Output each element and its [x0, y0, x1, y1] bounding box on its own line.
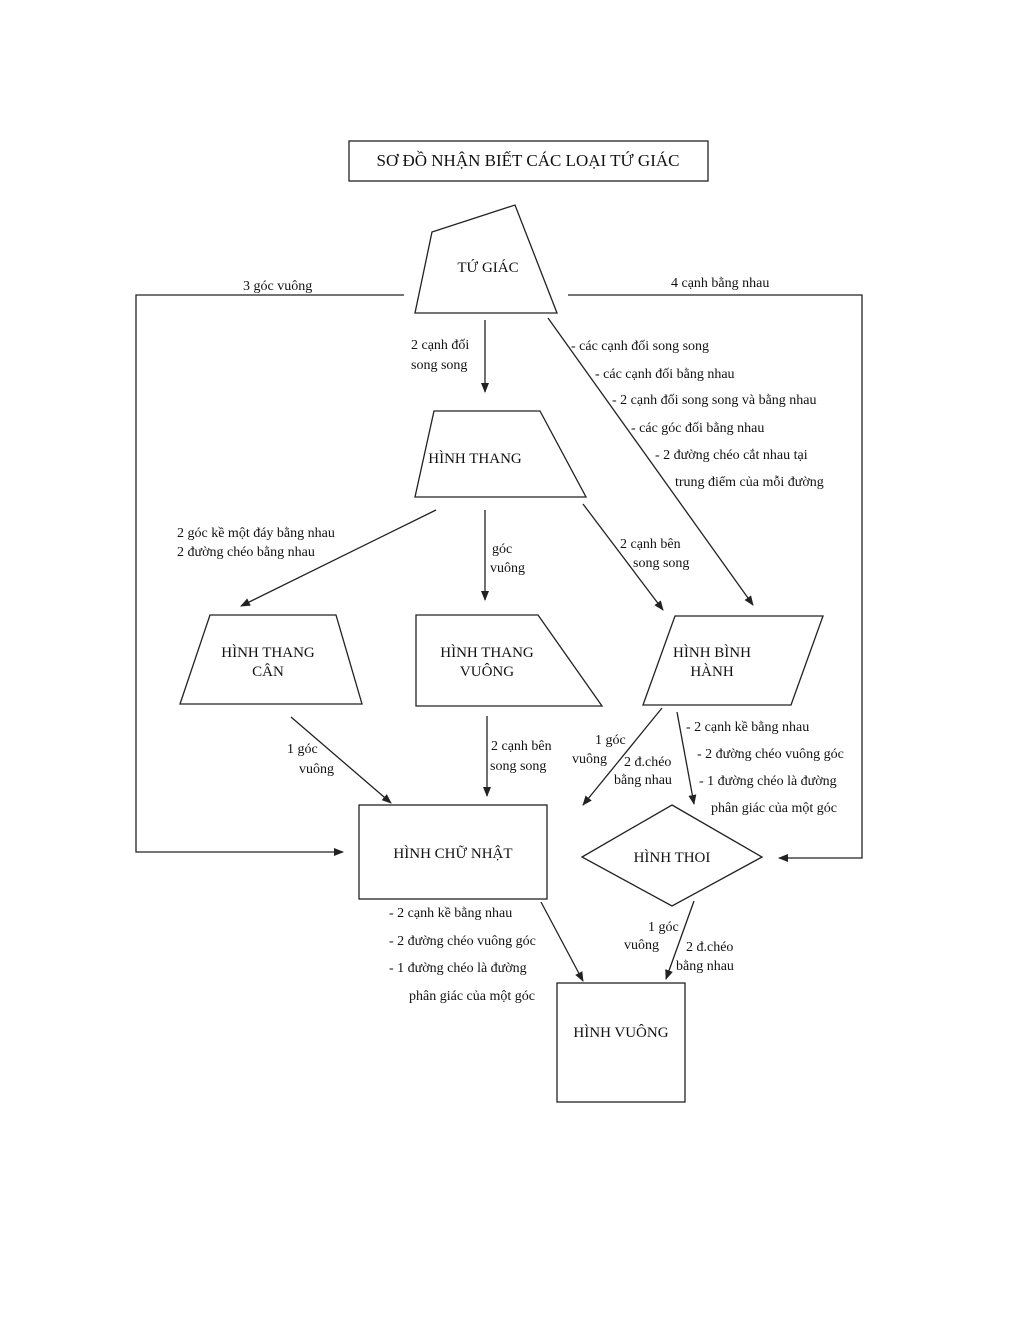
node-hinh-thang-vuong: HÌNH THANG VUÔNG	[415, 614, 604, 707]
svg-text:HÌNH THOI: HÌNH THOI	[634, 849, 711, 866]
svg-text:song song: song song	[411, 358, 467, 373]
node-hinh-thang-can: HÌNH THANG CÂN	[179, 614, 363, 705]
svg-text:2 đ.chéo: 2 đ.chéo	[624, 755, 671, 770]
label-vuong-cn: 2 cạnh bên song song	[490, 739, 552, 774]
label-can-cn: 1 góc vuông	[287, 742, 334, 777]
label-cn-vuong: - 2 cạnh kề bằng nhau - 2 đường chéo vuô…	[389, 906, 536, 1004]
svg-text:- 2 cạnh kề bằng nhau: - 2 cạnh kề bằng nhau	[389, 906, 512, 921]
node-tu-giac: TỨ GIÁC	[414, 204, 558, 314]
svg-text:bằng nhau: bằng nhau	[614, 773, 672, 788]
svg-text:2 góc kề một đáy bằng nhau: 2 góc kề một đáy bằng nhau	[177, 526, 335, 541]
svg-text:- 1 đường chéo là đường: - 1 đường chéo là đường	[699, 774, 837, 789]
svg-text:góc: góc	[492, 542, 512, 557]
svg-text:vuông: vuông	[572, 752, 607, 767]
edge-thoi-to-vuong	[665, 900, 695, 980]
svg-text:trung điểm của mỗi đường: trung điểm của mỗi đường	[675, 475, 824, 490]
svg-text:- 2 đường chéo vuông góc: - 2 đường chéo vuông góc	[697, 747, 844, 762]
edge-binh-hanh-to-thoi	[676, 711, 697, 805]
svg-text:- 2 cạnh đối song song và bằng: - 2 cạnh đối song song và bằng nhau	[612, 393, 817, 408]
svg-text:song song: song song	[633, 556, 689, 571]
edge-thang-can-to-chu-nhat	[290, 716, 392, 804]
svg-text:- 1 đường chéo là đường: - 1 đường chéo là đường	[389, 961, 527, 976]
svg-text:2 đ.chéo: 2 đ.chéo	[686, 940, 733, 955]
svg-text:- 2 đường chéo cắt nhau tại: - 2 đường chéo cắt nhau tại	[655, 448, 808, 463]
edge-chu-nhat-to-vuong	[540, 901, 584, 982]
label-tg-cn: 3 góc vuông	[243, 279, 312, 294]
label-bh-cn-2: 2 đ.chéo bằng nhau	[614, 755, 672, 788]
svg-text:1 góc: 1 góc	[595, 733, 626, 748]
svg-text:2 cạnh đối: 2 cạnh đối	[411, 338, 469, 353]
svg-text:HÌNH BÌNH: HÌNH BÌNH	[673, 644, 751, 661]
svg-text:phân giác của một góc: phân giác của một góc	[711, 801, 837, 816]
svg-text:- các góc đối bằng nhau: - các góc đối bằng nhau	[631, 421, 764, 436]
svg-text:VUÔNG: VUÔNG	[460, 663, 514, 680]
node-hinh-thoi: HÌNH THOI	[580, 804, 764, 907]
svg-text:HÌNH VUÔNG: HÌNH VUÔNG	[573, 1024, 668, 1041]
svg-text:vuông: vuông	[624, 938, 659, 953]
edge-tu-giac-to-binh-hanh	[547, 317, 754, 606]
svg-text:- các cạnh đối bằng nhau: - các cạnh đối bằng nhau	[595, 367, 735, 382]
node-hinh-chu-nhat: HÌNH CHỮ NHẬT	[358, 804, 548, 900]
label-thoi-vuong-1: 1 góc vuông	[624, 920, 679, 953]
page-title: SƠ ĐỒ NHẬN BIẾT CÁC LOẠI TỨ GIÁC	[377, 151, 680, 170]
label-bh-cn-1: 1 góc vuông	[572, 733, 626, 767]
svg-text:HÀNH: HÀNH	[690, 663, 733, 680]
svg-text:bằng nhau: bằng nhau	[676, 959, 734, 974]
label-bh-thoi: - 2 cạnh kề bằng nhau - 2 đường chéo vuô…	[686, 720, 844, 816]
edge-hinh-thang-to-binh-hanh	[582, 503, 664, 611]
svg-text:- các cạnh đối song song: - các cạnh đối song song	[571, 339, 709, 354]
svg-text:vuông: vuông	[299, 762, 334, 777]
svg-text:CÂN: CÂN	[252, 663, 284, 680]
label-tg-ht: 2 cạnh đối song song	[411, 338, 469, 373]
svg-text:HÌNH THANG: HÌNH THANG	[428, 450, 522, 467]
node-hinh-binh-hanh: HÌNH BÌNH HÀNH	[642, 615, 824, 706]
svg-text:1 góc: 1 góc	[287, 742, 318, 757]
svg-text:HÌNH THANG: HÌNH THANG	[440, 644, 534, 661]
edge-binh-hanh-to-chu-nhat	[582, 707, 663, 806]
svg-text:1 góc: 1 góc	[648, 920, 679, 935]
svg-text:2 đường chéo bằng nhau: 2 đường chéo bằng nhau	[177, 545, 315, 560]
edge-hinh-thang-to-thang-can	[240, 509, 437, 607]
title-box	[348, 140, 709, 182]
svg-text:- 2 cạnh kề bằng nhau: - 2 cạnh kề bằng nhau	[686, 720, 809, 735]
svg-text:HÌNH THANG: HÌNH THANG	[221, 644, 315, 661]
node-hinh-vuong: HÌNH VUÔNG	[556, 982, 686, 1103]
node-hinh-thang: HÌNH THANG	[414, 410, 588, 498]
label-tg-thoi: 4 cạnh bằng nhau	[671, 276, 769, 291]
label-thoi-vuong-2: 2 đ.chéo bằng nhau	[676, 940, 734, 974]
edge-tu-giac-to-thoi	[568, 294, 863, 862]
svg-text:vuông: vuông	[490, 561, 525, 576]
label-ht-vuong: góc vuông	[490, 542, 525, 576]
svg-text:HÌNH CHỮ NHẬT: HÌNH CHỮ NHẬT	[393, 845, 512, 862]
label-ht-can: 2 góc kề một đáy bằng nhau 2 đường chéo …	[177, 526, 335, 560]
label-tg-bh: - các cạnh đối song song - các cạnh đối …	[571, 339, 824, 490]
svg-text:phân giác của một góc: phân giác của một góc	[409, 989, 535, 1004]
svg-text:TỨ GIÁC: TỨ GIÁC	[457, 259, 518, 276]
label-ht-bh: 2 cạnh bên song song	[620, 537, 689, 571]
svg-text:- 2 đường chéo vuông góc: - 2 đường chéo vuông góc	[389, 934, 536, 949]
edge-tu-giac-to-chu-nhat	[135, 294, 404, 856]
svg-text:2 cạnh bên: 2 cạnh bên	[491, 739, 552, 754]
svg-text:2 cạnh bên: 2 cạnh bên	[620, 537, 681, 552]
svg-text:song song: song song	[490, 759, 546, 774]
